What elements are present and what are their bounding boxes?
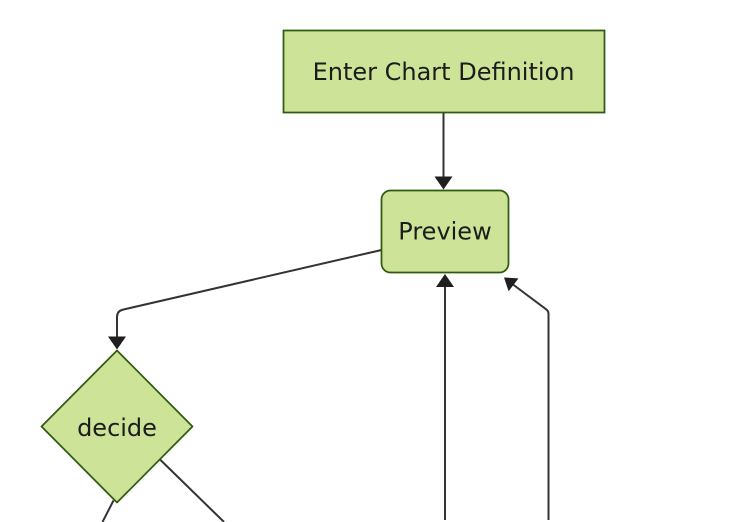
edge-layer	[101, 112, 550, 522]
edge-decide-to-bottom-right	[159, 458, 225, 522]
edge-preview-to-decide	[116, 249, 382, 337]
decide-diamond	[40, 349, 194, 504]
enter-chart-definition-label: Enter Chart Definition	[313, 58, 575, 86]
arrowhead-bottom-center-to-preview	[436, 274, 454, 287]
node-decide: decide	[40, 349, 194, 504]
decide-label: decide	[77, 414, 157, 442]
arrowhead-bottom-right-to-preview	[504, 277, 519, 292]
arrowhead-enter-to-preview	[434, 176, 453, 190]
node-preview: Preview	[380, 189, 510, 274]
enter-chart-definition-box	[282, 29, 606, 114]
edge-bottom-right-to-preview	[512, 283, 550, 520]
arrowhead-preview-to-decide	[108, 336, 126, 350]
preview-label: Preview	[398, 218, 491, 246]
node-enter-chart-definition: Enter Chart Definition	[282, 29, 606, 114]
edge-decide-to-bottom-left	[101, 500, 115, 522]
preview-box	[380, 189, 510, 274]
